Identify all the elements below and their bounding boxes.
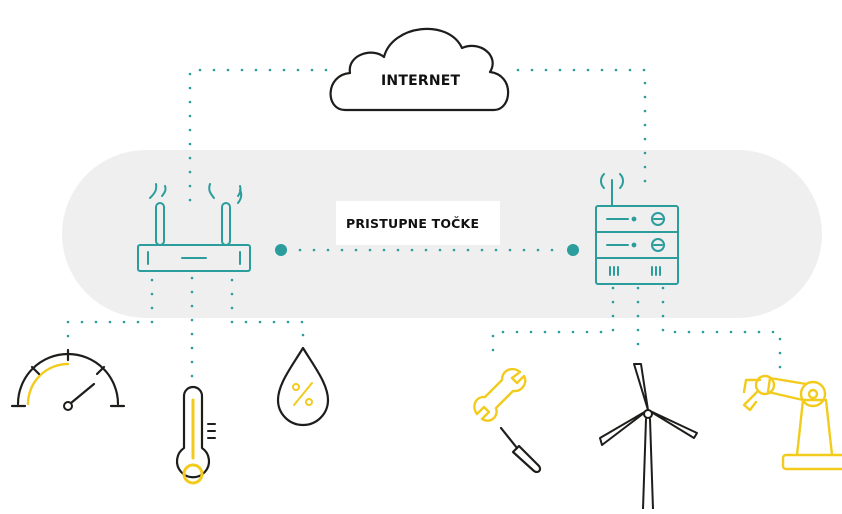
- router-icon: [137, 183, 251, 272]
- gauge-icon: [10, 348, 126, 411]
- server-icon: [595, 173, 679, 285]
- line-router-to-gauge: [66, 278, 154, 342]
- router-node: [275, 244, 287, 256]
- line-server-to-internet: [516, 68, 647, 187]
- line-router-to-internet: [188, 68, 332, 202]
- thermometer-icon: [175, 385, 216, 485]
- line-server-to-robot: [661, 286, 782, 374]
- access-points-label-box: [336, 201, 500, 245]
- connection-lines: [66, 68, 782, 387]
- cloud-icon: [329, 27, 510, 112]
- internet-label: INTERNET: [381, 73, 461, 89]
- screwdriver-icon: [499, 426, 542, 474]
- wrench-icon: [473, 368, 527, 422]
- access-points-label: PRISTUPNE TOČKE: [346, 216, 480, 231]
- robot-arm-icon: [742, 374, 842, 471]
- wind-turbine-icon: [599, 363, 698, 510]
- server-node: [567, 244, 579, 256]
- humidity-drop-icon: [276, 346, 330, 427]
